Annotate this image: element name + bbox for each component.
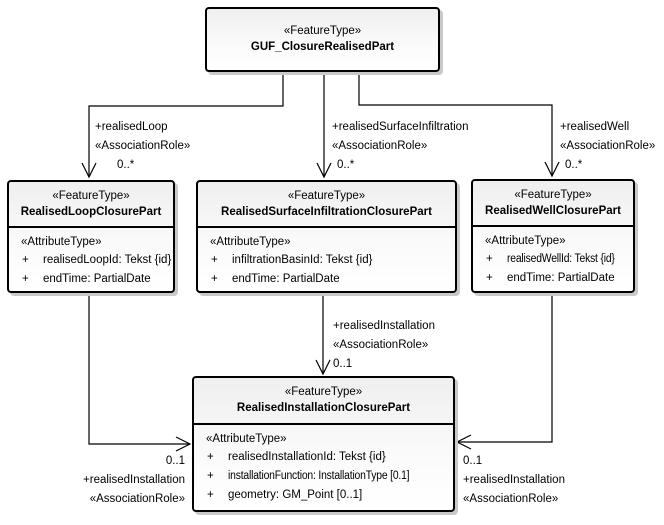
class-box-realised-loop-closure-part: «FeatureType» RealisedLoopClosurePart «A… [7, 180, 175, 293]
arrowhead-down-icon [544, 161, 560, 178]
role-stereotype: «AssociationRole» [89, 493, 185, 505]
visibility-plus: + [22, 254, 29, 266]
role-name: +realisedInstallation [463, 474, 565, 486]
connector-label-realised-well: +realisedWell «AssociationRole» 0..* [560, 118, 655, 175]
stereotype-label: «FeatureType» [284, 386, 363, 398]
attribute-row: + realisedLoopId: Tekst {id} [21, 251, 171, 270]
role-name: +realisedInstallation [83, 474, 185, 486]
attribute-text: realisedWellId: Tekst {id} [507, 253, 615, 265]
class-box-realised-well-closure-part: «FeatureType» RealisedWellClosurePart «A… [471, 179, 635, 293]
class-box-guf-closure-realised-part: «FeatureType» GUF_ClosureRealisedPart [205, 7, 440, 72]
connector-label-realised-surface-infiltration: +realisedSurfaceInfiltration «Associatio… [332, 118, 468, 175]
attribute-stereotype-label: «AttributeType» [210, 236, 291, 248]
visibility-plus: + [211, 273, 218, 285]
association-realised-loop-line [81, 74, 284, 179]
attribute-stereotype-label: «AttributeType» [206, 433, 287, 445]
attribute-row: + realisedInstallationId: Tekst {id} [206, 448, 451, 467]
visibility-plus: + [207, 470, 214, 482]
attribute-row: + infiltrationBasinId: Tekst {id} [210, 251, 453, 270]
connector-label-realised-installation-mid: +realisedInstallation «AssociationRole» … [333, 317, 435, 374]
role-name: +realisedLoop [95, 121, 168, 133]
role-name: +realisedInstallation [333, 320, 435, 332]
visibility-plus: + [207, 451, 214, 463]
stereotype-label: «FeatureType» [514, 188, 592, 201]
association-realised-installation-left-line [88, 296, 192, 452]
connector-label-realised-installation-left: 0..1 +realisedInstallation «AssociationR… [40, 452, 185, 509]
visibility-plus: + [211, 254, 218, 266]
role-name: +realisedWell [560, 121, 630, 133]
association-realised-installation-right-line [455, 296, 553, 450]
attribute-stereotype-label: «AttributeType» [21, 236, 102, 248]
attribute-text: infiltrationBasinId: Tekst {id} [232, 254, 373, 266]
attribute-row: + realisedWellId: Tekst {id} [485, 250, 631, 269]
class-name: GUF_ClosureRealisedPart [250, 41, 395, 53]
visibility-plus: + [486, 272, 493, 284]
association-realised-well-line [358, 74, 560, 178]
class-name: RealisedLoopClosurePart [20, 205, 162, 218]
stereotype-label: «FeatureType» [283, 25, 362, 37]
role-stereotype: «AssociationRole» [95, 140, 191, 152]
attribute-text: realisedInstallationId: Tekst {id} [228, 451, 386, 463]
attribute-row: + endTime: PartialDate [210, 270, 453, 289]
stereotype-label: «FeatureType» [287, 189, 366, 202]
role-stereotype: «AssociationRole» [560, 140, 656, 152]
arrowhead-left-icon [455, 434, 472, 450]
role-name: +realisedSurfaceInfiltration [332, 121, 469, 133]
multiplicity: 0..* [565, 159, 583, 171]
connector-label-realised-loop: +realisedLoop «AssociationRole» 0..* [95, 118, 190, 175]
arrowhead-down-icon [315, 359, 331, 376]
class-name: RealisedSurfaceInfiltrationClosurePart [221, 205, 432, 218]
attribute-row: + installationFunction: InstallationType… [206, 467, 451, 486]
attribute-text: endTime: PartialDate [43, 273, 151, 285]
connector-label-realised-installation-right: 0..1 +realisedInstallation «AssociationR… [463, 452, 565, 509]
attribute-row: + endTime: PartialDate [485, 269, 631, 288]
visibility-plus: + [486, 253, 493, 265]
attribute-text: realisedLoopId: Tekst {id} [43, 254, 172, 266]
class-box-realised-surface-infiltration-closure-part: «FeatureType» RealisedSurfaceInfiltratio… [196, 180, 457, 293]
attribute-stereotype-label: «AttributeType» [485, 235, 566, 247]
role-stereotype: «AssociationRole» [463, 493, 559, 505]
visibility-plus: + [22, 273, 29, 285]
association-realised-surface-infiltration-line [316, 74, 332, 179]
arrowhead-right-icon [175, 436, 192, 452]
multiplicity: 0..1 [463, 455, 483, 467]
role-stereotype: «AssociationRole» [332, 140, 428, 152]
class-name: RealisedWellClosurePart [485, 204, 621, 217]
attribute-row: + geometry: GM_Point [0..1] [206, 486, 451, 505]
arrowhead-down-icon [316, 162, 332, 179]
class-name: RealisedInstallationClosurePart [236, 402, 411, 414]
multiplicity: 0..1 [165, 455, 185, 467]
visibility-plus: + [207, 489, 214, 501]
stereotype-label: «FeatureType» [52, 189, 130, 202]
association-realised-installation-mid-line [315, 296, 331, 376]
attribute-text: endTime: PartialDate [507, 272, 615, 284]
role-stereotype: «AssociationRole» [333, 339, 429, 351]
attribute-text: installationFunction: InstallationType [… [228, 470, 410, 482]
attribute-text: geometry: GM_Point [0..1] [228, 489, 363, 501]
multiplicity: 0..* [117, 159, 135, 171]
attribute-row: + endTime: PartialDate [21, 270, 171, 289]
multiplicity: 0..1 [333, 358, 353, 370]
class-box-realised-installation-closure-part: «FeatureType» RealisedInstallationClosur… [192, 376, 455, 512]
arrowhead-down-icon [81, 162, 97, 179]
multiplicity: 0..* [337, 159, 355, 171]
attribute-text: endTime: PartialDate [232, 273, 340, 285]
